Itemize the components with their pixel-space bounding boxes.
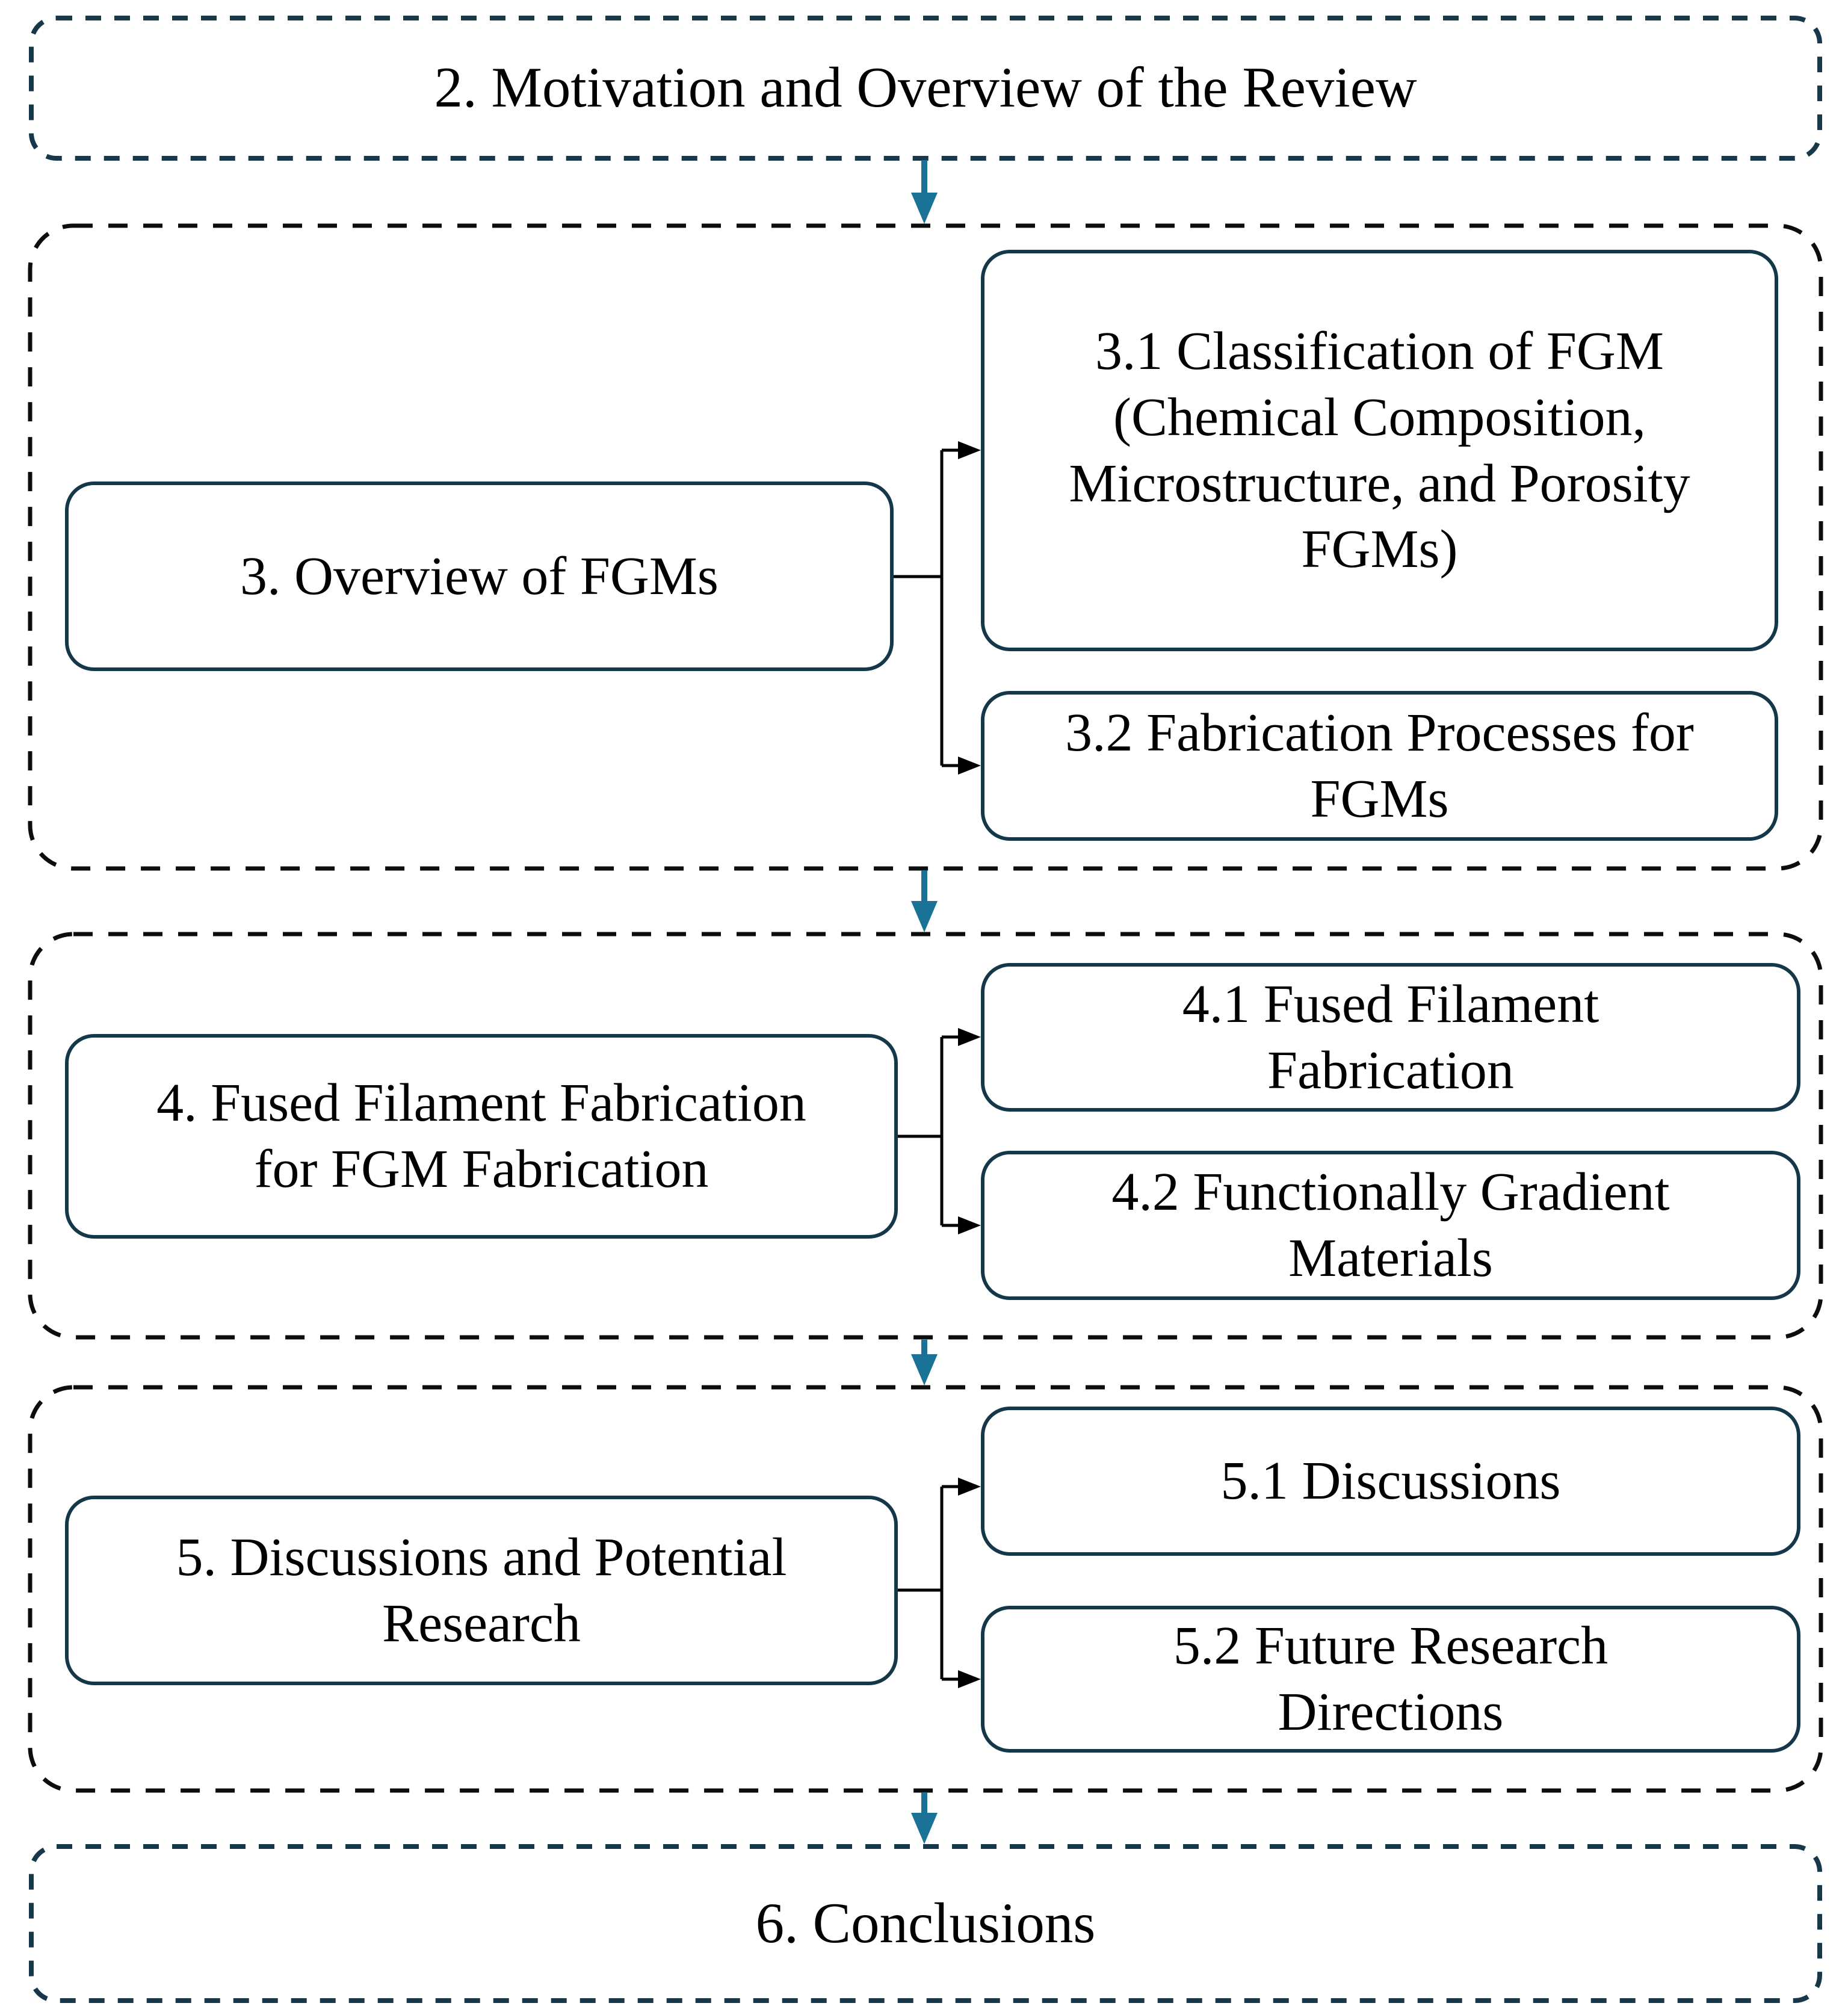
arrow-4-to-5 — [911, 1340, 938, 1385]
node-4-1-fused-filament-fabrication: 4.1 Fused Filament Fabrication — [981, 963, 1800, 1112]
node-5-2-future-research-directions: 5.2 Future Research Directions — [981, 1606, 1800, 1753]
arrow-2-to-3 — [911, 160, 938, 224]
node-4-label: 4. Fused Filament Fabrication for FGM Fa… — [156, 1073, 806, 1199]
node-5-label: 5. Discussions and Potential Research — [176, 1527, 787, 1653]
arrowhead — [911, 901, 938, 932]
arrow-5-to-6 — [911, 1792, 938, 1844]
arrowhead — [958, 1670, 981, 1688]
node-3-1-label: 3.1 Classification of FGM (Chemical Comp… — [1069, 321, 1690, 580]
node-5-1-discussions: 5.1 Discussions — [981, 1407, 1800, 1556]
node-2-motivation: 2. Motivation and Overview of the Review — [29, 17, 1822, 158]
node-6-label: 6. Conclusions — [755, 1891, 1096, 1955]
connector-5-branches — [898, 1478, 981, 1688]
node-5-1-label: 5.1 Discussions — [1220, 1451, 1561, 1511]
node-3-label: 3. Overview of FGMs — [240, 546, 718, 606]
node-4-2-functionally-gradient-materials: 4.2 Functionally Gradient Materials — [981, 1151, 1800, 1300]
arrow-3-to-4 — [911, 870, 938, 932]
node-5-2-label: 5.2 Future Research Directions — [1173, 1616, 1609, 1742]
node-3-2-label: 3.2 Fabrication Processes for FGMs — [1065, 702, 1694, 829]
connector-3-branches — [894, 441, 981, 775]
arrowhead — [911, 193, 938, 224]
node-2-label: 2. Motivation and Overview of the Review — [434, 55, 1417, 119]
node-3-1-classification: 3.1 Classification of FGM (Chemical Comp… — [981, 250, 1778, 651]
connector-4-branches — [898, 1028, 981, 1234]
arrowhead — [958, 1216, 981, 1234]
terminal-box-6-outline — [29, 1844, 1822, 2003]
section-4-container-outline — [28, 932, 1823, 1340]
section-5-container-outline — [28, 1385, 1823, 1793]
node-3-overview: 3. Overview of FGMs — [65, 481, 894, 671]
node-4-fff-for-fgm: 4. Fused Filament Fabrication for FGM Fa… — [65, 1034, 898, 1239]
node-5-discussions-potential-research: 5. Discussions and Potential Research — [65, 1496, 898, 1685]
arrowhead — [958, 1028, 981, 1046]
arrowhead — [958, 757, 981, 775]
node-4-2-label: 4.2 Functionally Gradient Materials — [1111, 1162, 1670, 1288]
arrowhead — [958, 441, 981, 459]
node-6-conclusions: 6. Conclusions — [29, 1847, 1822, 2001]
section-3-container-outline — [28, 223, 1823, 871]
node-4-1-label: 4.1 Fused Filament Fabrication — [1182, 974, 1599, 1100]
arrowhead — [911, 1354, 938, 1385]
arrowhead — [911, 1813, 938, 1844]
arrowhead — [958, 1478, 981, 1496]
terminal-box-2-outline — [29, 16, 1822, 161]
node-3-2-fabrication-processes: 3.2 Fabrication Processes for FGMs — [981, 691, 1778, 841]
